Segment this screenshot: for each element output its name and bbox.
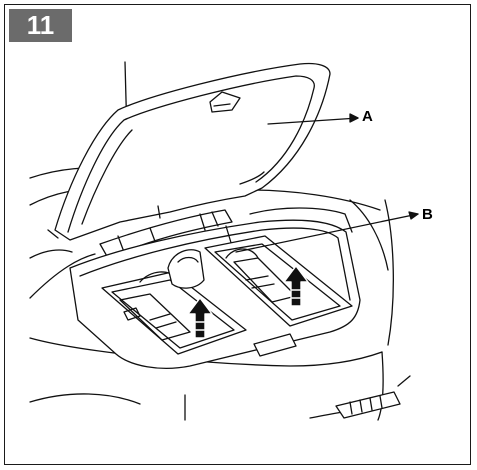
lid [47, 62, 331, 241]
up-arrow-icon [283, 265, 309, 307]
lower-grille [335, 375, 411, 419]
battery-right [204, 235, 353, 327]
leader-lines [235, 113, 419, 253]
callout-a: A [362, 108, 373, 125]
figure-number-badge: 11 [9, 9, 72, 42]
center-connector [167, 249, 205, 289]
front-latch [253, 333, 297, 357]
up-arrow-icon [187, 297, 213, 339]
callout-b: B [422, 206, 433, 223]
